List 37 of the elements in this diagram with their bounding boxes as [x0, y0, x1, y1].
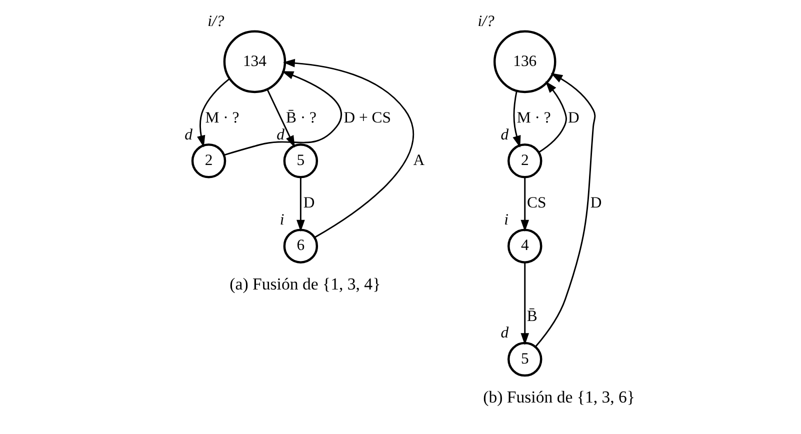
node-circle: 5: [507, 341, 542, 376]
edge-label: A: [412, 152, 424, 169]
node-circle: 2: [507, 143, 542, 178]
node-label: i: [504, 210, 508, 228]
node-circle: 4: [507, 228, 542, 263]
node-label: i: [279, 210, 284, 228]
edge-label: D: [567, 108, 579, 126]
node-circle: 2: [190, 143, 226, 178]
arrow: [520, 176, 529, 232]
edge-label: D + CS: [343, 108, 390, 126]
node-label: d: [184, 126, 192, 143]
edge-label: D: [302, 194, 314, 212]
arrow: [266, 88, 294, 148]
node-label: d: [276, 126, 284, 143]
edge-label: D: [590, 194, 602, 212]
edge-label: B̄ · ?: [285, 108, 316, 126]
node-circle: 6: [282, 228, 318, 263]
edge-label: M · ?: [516, 108, 550, 126]
arrow: [512, 90, 520, 148]
arrow: [223, 70, 342, 156]
edge-label: M · ?: [204, 108, 239, 126]
node-label: i/?: [207, 12, 224, 30]
arrow: [534, 72, 596, 347]
arrow: [282, 58, 414, 238]
arrow: [196, 78, 230, 147]
edge-label: B̄: [526, 307, 537, 324]
node-circle: 5: [282, 143, 318, 178]
node-label: d: [500, 126, 508, 143]
label: (a) Fusión de {1, 3, 4}: [229, 274, 380, 293]
node-label: d: [500, 324, 508, 342]
node-circle: 134: [222, 30, 286, 93]
node-label: i/?: [477, 12, 494, 30]
arrow: [296, 176, 304, 232]
edge-label: CS: [526, 194, 546, 212]
arrow: [538, 80, 566, 152]
label: (b) Fusión de {1, 3, 6}: [482, 386, 635, 406]
arrow: [520, 262, 529, 345]
